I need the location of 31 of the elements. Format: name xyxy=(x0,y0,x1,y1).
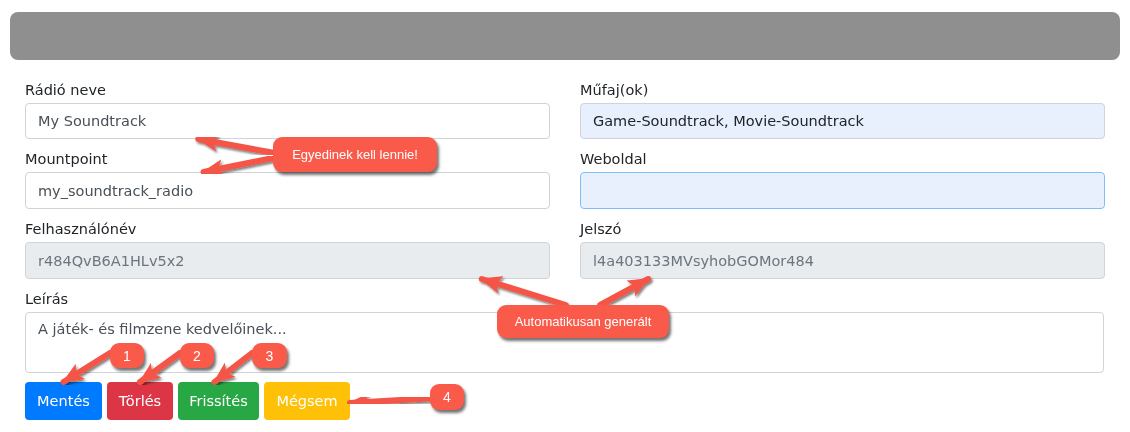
delete-button: Törlés xyxy=(107,382,173,420)
callout-number: 1 xyxy=(110,343,144,368)
text-field: r484QvB6A1HLv5x2 xyxy=(25,242,550,279)
callout-number: 2 xyxy=(180,343,214,368)
save-button: Mentés xyxy=(25,382,102,420)
field-label: Weboldal xyxy=(580,151,647,167)
arrow xyxy=(211,350,255,385)
field-label: Műfaj(ok) xyxy=(580,82,649,98)
text-field: my_soundtrack_radio xyxy=(25,172,550,209)
callout-number: 3 xyxy=(252,343,287,368)
field-label: Jelszó xyxy=(580,221,622,237)
field-label: Leírás xyxy=(25,291,69,307)
callout-number: 4 xyxy=(430,384,464,410)
arrow xyxy=(347,392,433,411)
text-field xyxy=(580,172,1105,209)
field-label: Felhasználónév xyxy=(25,221,137,237)
refresh-button: Frissítés xyxy=(178,382,259,420)
arrow xyxy=(137,350,183,385)
arrow xyxy=(195,133,276,156)
arrow xyxy=(597,276,652,308)
arrow xyxy=(60,350,113,385)
text-field: My Soundtrack xyxy=(25,103,550,139)
cancel-button: Mégsem xyxy=(264,382,350,420)
arrow xyxy=(478,276,569,308)
field-label: Rádió neve xyxy=(25,82,106,98)
arrow xyxy=(200,155,276,177)
field-label: Mountpoint xyxy=(25,151,108,167)
callout-bubble: Automatikusan generált xyxy=(497,305,669,338)
text-field: l4a403133MVsyhobGOMor484 xyxy=(580,242,1105,279)
text-field: Game-Soundtrack, Movie-Soundtrack xyxy=(580,103,1105,139)
callout-bubble: Egyedinek kell lennie! xyxy=(273,137,437,172)
